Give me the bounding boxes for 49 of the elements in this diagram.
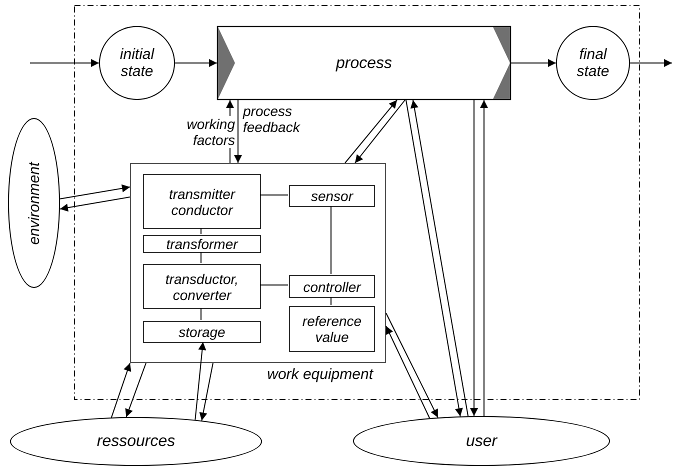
component-box: [143, 235, 261, 253]
arrow: [30, 59, 100, 67]
node-label: transformer: [166, 236, 238, 252]
node-label: environment: [26, 162, 42, 244]
component-box: [143, 174, 261, 229]
node-label: user: [466, 432, 498, 450]
arrow: [110, 362, 132, 418]
arrow: [630, 59, 672, 67]
node-label: transmitter conductor: [168, 186, 236, 218]
connector-line: [200, 228, 202, 234]
arrow: [125, 362, 146, 418]
arrow: [174, 59, 218, 67]
node-label: storage: [178, 324, 226, 340]
arrow: [480, 100, 488, 416]
node-label: process: [336, 54, 392, 72]
connector-line: [260, 284, 288, 286]
component-box: [143, 321, 261, 343]
component-box: [289, 275, 375, 298]
node-label: ressources: [96, 433, 176, 450]
arrow: [386, 326, 430, 419]
arrow: [344, 100, 398, 164]
node-label: reference value: [301, 313, 363, 345]
connector-line: [260, 194, 288, 196]
group-title: work equipment: [267, 366, 373, 383]
connector-line: [330, 296, 332, 306]
connector-line: [330, 206, 332, 274]
arrow: [410, 100, 469, 417]
arrow: [59, 196, 130, 212]
arrow: [194, 342, 206, 420]
connector-line: [200, 252, 202, 264]
boundary-frame: [74, 5, 640, 400]
node-label: transductor, converter: [164, 270, 240, 302]
node-label: sensor: [310, 188, 354, 204]
process-box: [217, 26, 511, 100]
component-box: [143, 264, 261, 309]
connector-line: [200, 308, 202, 320]
arrow: [59, 184, 130, 200]
node-label: final state: [576, 46, 610, 80]
arrow: [234, 100, 242, 164]
arrow: [354, 100, 406, 164]
arrow: [406, 100, 463, 417]
arrow: [386, 312, 438, 418]
component-box: [289, 306, 375, 352]
arrow: [199, 362, 214, 422]
arrow: [470, 100, 478, 417]
arrow: [510, 59, 556, 67]
node-label: controller: [303, 278, 361, 294]
node-label: initial state: [118, 46, 156, 80]
component-box: [289, 185, 375, 207]
